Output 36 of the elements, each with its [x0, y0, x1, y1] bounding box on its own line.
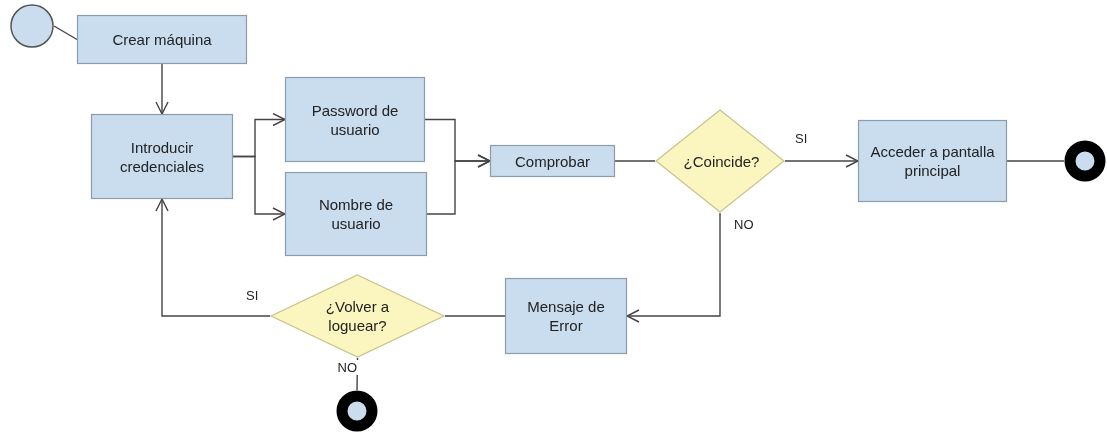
arrow	[155, 198, 271, 317]
connector-line	[444, 315, 506, 317]
step-text: Acceder a pantalla principal	[869, 142, 996, 180]
start-circle	[10, 4, 54, 48]
step-text: Nombre de usuario	[317, 195, 395, 233]
process-box	[490, 145, 615, 177]
process-box	[505, 278, 627, 354]
connector-line	[1006, 160, 1065, 162]
edge-label: NO	[335, 360, 359, 375]
decision-text: ¿Coincide?	[683, 151, 757, 171]
decision-diamond	[270, 274, 445, 358]
step-text: Mensaje de Error	[526, 297, 606, 335]
arrow	[426, 154, 491, 215]
step-text: Crear máquina	[112, 30, 212, 49]
process-box	[285, 172, 427, 256]
step-text: Comprobar	[515, 151, 590, 171]
connector-line	[53, 25, 78, 41]
edge-label: SI	[244, 288, 261, 303]
connector-line	[356, 357, 359, 391]
step-text: Password de usuario	[310, 100, 400, 139]
process-box	[285, 77, 425, 162]
arrow	[784, 154, 859, 168]
process-box	[91, 114, 233, 199]
end-circle	[336, 390, 378, 432]
connector-line	[614, 160, 656, 162]
step-text: Introducir credenciales	[118, 137, 206, 176]
edge-label: NO	[732, 217, 756, 232]
end-circle	[1064, 140, 1106, 182]
arrow	[155, 63, 169, 115]
decision-text: ¿Volver a loguear?	[324, 297, 391, 335]
edge-label: SI	[793, 131, 810, 146]
process-box	[858, 120, 1007, 202]
process-box	[77, 15, 247, 64]
decision-diamond	[655, 109, 785, 213]
arrow	[626, 212, 721, 323]
arrow	[232, 155, 286, 221]
